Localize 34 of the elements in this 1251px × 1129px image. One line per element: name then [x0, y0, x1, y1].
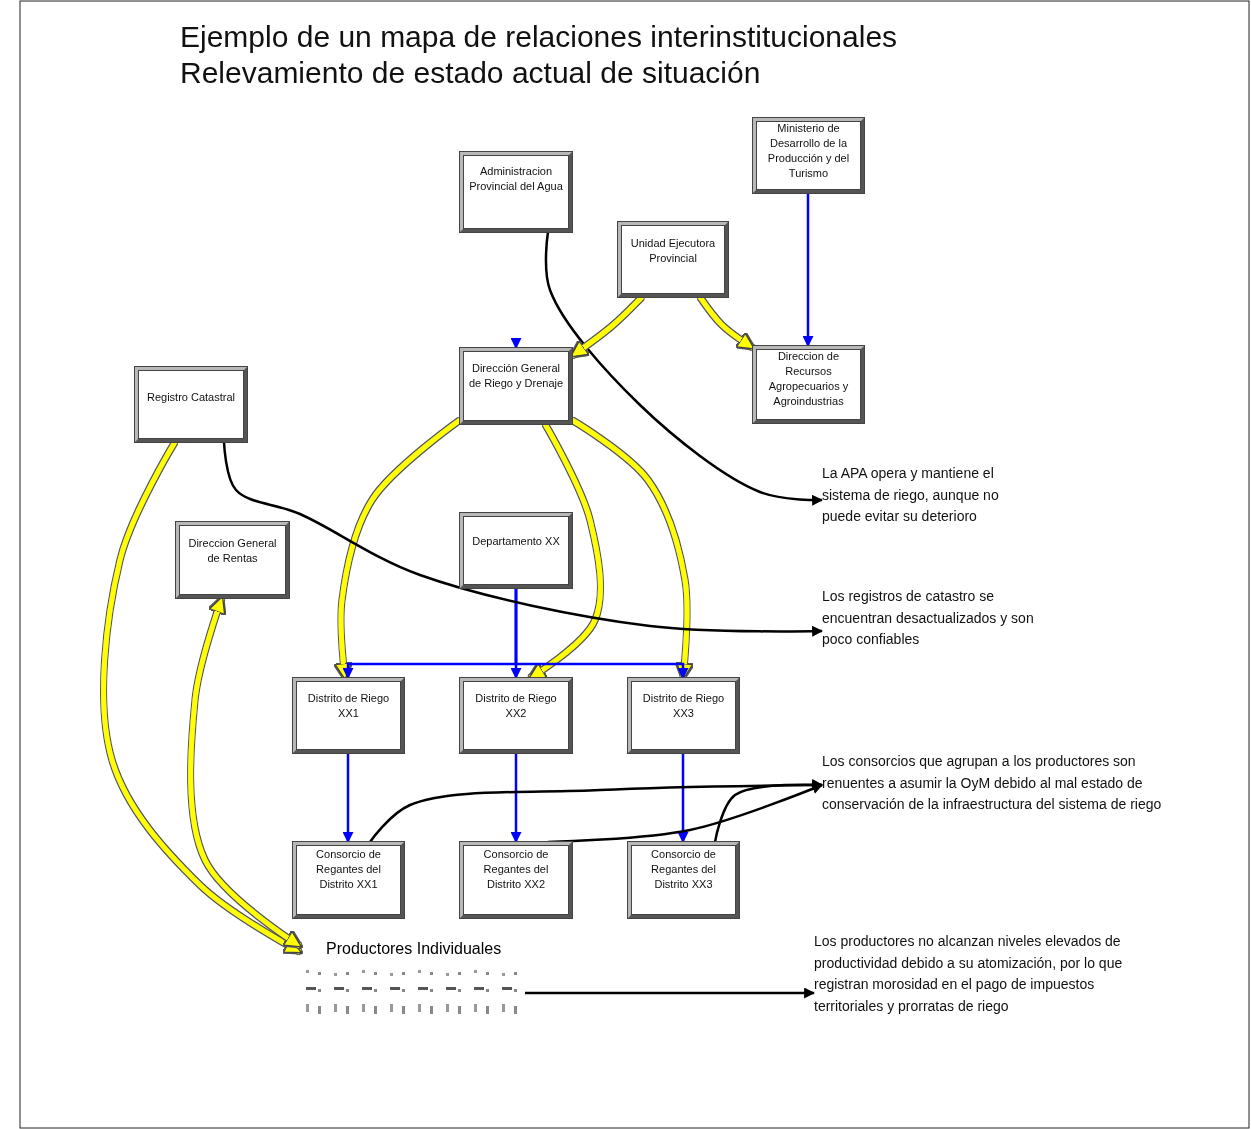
institution-box: Unidad Ejecutora Provincial — [618, 222, 728, 297]
arrow — [713, 779, 824, 843]
arrow — [544, 231, 824, 506]
institution-box: Ministerio de Desarrollo de la Producción y del Turismo — [753, 118, 864, 193]
institution-box: Dirección General de Riego y Drenaje — [460, 348, 572, 424]
institution-box: Consorcio de Regantes del Distrito XX2 — [460, 842, 572, 918]
diagram-title: Ejemplo de un mapa de relaciones interinstitucionales — [180, 20, 898, 54]
institution-box: Consorcio de Regantes del Distrito XX1 — [293, 842, 404, 918]
thick-arrow — [570, 295, 644, 359]
arrow — [514, 588, 689, 680]
institution-box: Distrito de Riego XX1 — [293, 678, 404, 753]
group-label: Productores Individuales — [325, 940, 503, 958]
thick-arrow — [101, 440, 303, 955]
arrow — [222, 441, 824, 637]
thick-arrow — [697, 295, 755, 351]
arrow — [525, 987, 816, 999]
arrow — [802, 193, 814, 348]
institution-box: Distrito de Riego XX2 — [460, 678, 572, 753]
institution-box: Direccion de Recursos Agropecuarios y Agroindustrias — [753, 346, 864, 423]
institution-box: Direccion General de Rentas — [176, 522, 289, 598]
note-text: Los registros de catastro se encuentran desactualizados y son poco confiables — [822, 587, 1035, 649]
arrow — [677, 753, 689, 844]
arrow — [510, 338, 522, 350]
institution-box: Departamento XX — [460, 513, 572, 588]
arrow — [510, 753, 522, 844]
institution-box: Registro Catastral — [135, 367, 247, 442]
note-text: Los productores no alcanzan niveles elevados de productividad debido a su atomización, por lo que registran morosidad en el pago de impuestos territoriales y prorratas de riego — [814, 932, 1124, 1016]
note-text: La APA opera y mantiene el sistema de riego, aunque no puede evitar su deterioro — [822, 464, 1000, 526]
institution-box: Distrito de Riego XX3 — [628, 678, 739, 753]
institution-box: Administracion Provincial del Agua — [460, 152, 572, 232]
diagram-subtitle: Relevamiento de estado actual de situación — [180, 56, 761, 90]
arrow — [342, 753, 354, 844]
note-text: Los consorcios que agrupan a los productores son renuentes a asumir la OyM debido al mal estado de conservación de la infraestructura del sistema de riego — [822, 752, 1163, 814]
institution-box: Consorcio de Regantes del Distrito XX3 — [628, 842, 739, 918]
